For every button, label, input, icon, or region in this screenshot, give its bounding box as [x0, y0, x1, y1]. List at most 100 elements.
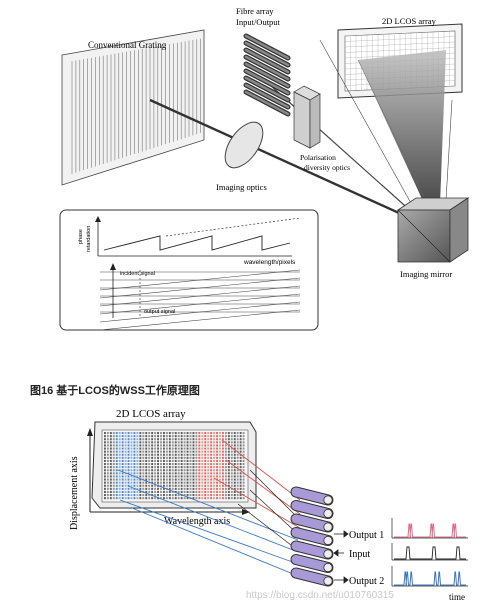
- lcos-pixel: [227, 450, 230, 453]
- fibre-strand-core: [244, 83, 290, 109]
- lcos-pixel: [163, 481, 165, 484]
- fibre-strand-core: [244, 90, 290, 116]
- lcos-pixel: [112, 432, 115, 435]
- lcos-pixel: [168, 472, 171, 475]
- fibre-array: [243, 33, 291, 117]
- lcos-pixel: [210, 441, 213, 444]
- lcos-pixel: [222, 494, 224, 497]
- lcos-pixel: [180, 475, 183, 478]
- lcos-pixel: [165, 472, 168, 475]
- bottom-beams: [117, 439, 301, 577]
- lcos-pixel: [148, 478, 151, 481]
- lcos-pixel: [106, 450, 109, 453]
- lcos-pixel: [201, 490, 204, 493]
- lcos-pixel: [198, 469, 201, 472]
- lcos-pixel: [118, 497, 121, 500]
- lcos-pixel: [104, 435, 106, 438]
- lcos-pixel: [115, 475, 118, 478]
- lcos-pixel: [213, 466, 216, 469]
- lcos-pixel: [239, 456, 242, 459]
- lcos-pixel: [118, 441, 121, 444]
- lcos-pixel: [198, 450, 201, 453]
- lcos-pixel: [168, 466, 171, 469]
- lcos-pixel: [130, 490, 133, 493]
- lcos-pixel: [239, 447, 242, 450]
- lcos-pixel: [127, 475, 130, 478]
- lcos-pixel: [145, 459, 148, 462]
- time-label: time: [449, 592, 465, 602]
- lcos-pixel: [115, 447, 118, 450]
- lcos-pixel: [145, 450, 148, 453]
- lcos-bottom-label: 2D LCOS array: [116, 408, 186, 420]
- inset-output-line: [99, 309, 301, 331]
- lcos-pixel: [142, 497, 145, 500]
- inset-box: [59, 209, 319, 331]
- lcos-pixel: [233, 447, 236, 450]
- lcos-pixel: [104, 447, 106, 450]
- lcos-pixel: [239, 475, 242, 478]
- lcos-pixel: [198, 490, 201, 493]
- lcos-pixel: [219, 463, 221, 466]
- lcos-pixel: [227, 459, 230, 462]
- lcos-pixel: [222, 432, 224, 435]
- lcos-pixel: [154, 472, 157, 475]
- lcos-pixel: [163, 435, 165, 438]
- lcos-pixel: [216, 472, 218, 475]
- lcos-pixel: [204, 469, 207, 472]
- lcos-pixel: [133, 478, 136, 481]
- lcos-pixel: [115, 472, 118, 475]
- lcos-pixel: [154, 438, 157, 441]
- lcos-pixel: [157, 490, 159, 493]
- lcos-pixel: [174, 453, 177, 456]
- lcos-pixel: [222, 435, 224, 438]
- lcos-pixel: [142, 432, 145, 435]
- lcos-pixel: [112, 469, 115, 472]
- lcos-pixel: [160, 497, 162, 500]
- lcos-pixel: [186, 444, 189, 447]
- inset-output-label: output signal: [144, 309, 175, 315]
- lcos-pixel: [148, 481, 151, 484]
- lcos-pixel: [121, 490, 124, 493]
- lcos-pixel: [224, 494, 227, 497]
- lcos-pixel: [133, 469, 136, 472]
- lcos-pixel: [118, 463, 121, 466]
- lcos-pixel: [165, 438, 168, 441]
- lcos-pixel: [230, 484, 233, 487]
- lcos-grid-line: [344, 47, 456, 53]
- grey-beam: [237, 503, 301, 553]
- lcos-pixel: [186, 481, 189, 484]
- lcos-pixel: [210, 432, 213, 435]
- lcos-pixel: [106, 456, 109, 459]
- lcos-pixel: [121, 481, 124, 484]
- lcos-pixel: [219, 487, 221, 490]
- lcos-pixel: [177, 466, 180, 469]
- lcos-pixel: [186, 450, 189, 453]
- lcos-pixel: [230, 469, 233, 472]
- lcos-pixel: [142, 456, 145, 459]
- lcos-pixel: [112, 475, 115, 478]
- lcos-pixel: [148, 438, 151, 441]
- lcos-pixel: [139, 478, 142, 481]
- lcos-pixel: [242, 484, 245, 487]
- lcos-pixel: [180, 438, 183, 441]
- lcos-pixel: [136, 432, 139, 435]
- lcos-pixel: [224, 447, 227, 450]
- lcos-pixel: [227, 456, 230, 459]
- lcos-pixel: [163, 472, 165, 475]
- io-arrows: [333, 530, 349, 584]
- grey-beam: [249, 469, 301, 521]
- lcos-pixel: [136, 459, 139, 462]
- lcos-pixel: [210, 475, 213, 478]
- lcos-pixel: [112, 487, 115, 490]
- lcos-pixel: [124, 450, 127, 453]
- lcos-pixel: [195, 463, 198, 466]
- lcos-pixel: [242, 441, 245, 444]
- lcos-pixel: [112, 490, 115, 493]
- lcos-pixel: [118, 484, 121, 487]
- polarisation-label-1: Polarisation: [300, 153, 336, 162]
- lcos-pixel: [183, 456, 186, 459]
- lcos-pixel: [151, 478, 154, 481]
- lcos-pixel: [104, 478, 106, 481]
- lcos-pixel: [198, 478, 201, 481]
- lcos-pixel: [145, 435, 148, 438]
